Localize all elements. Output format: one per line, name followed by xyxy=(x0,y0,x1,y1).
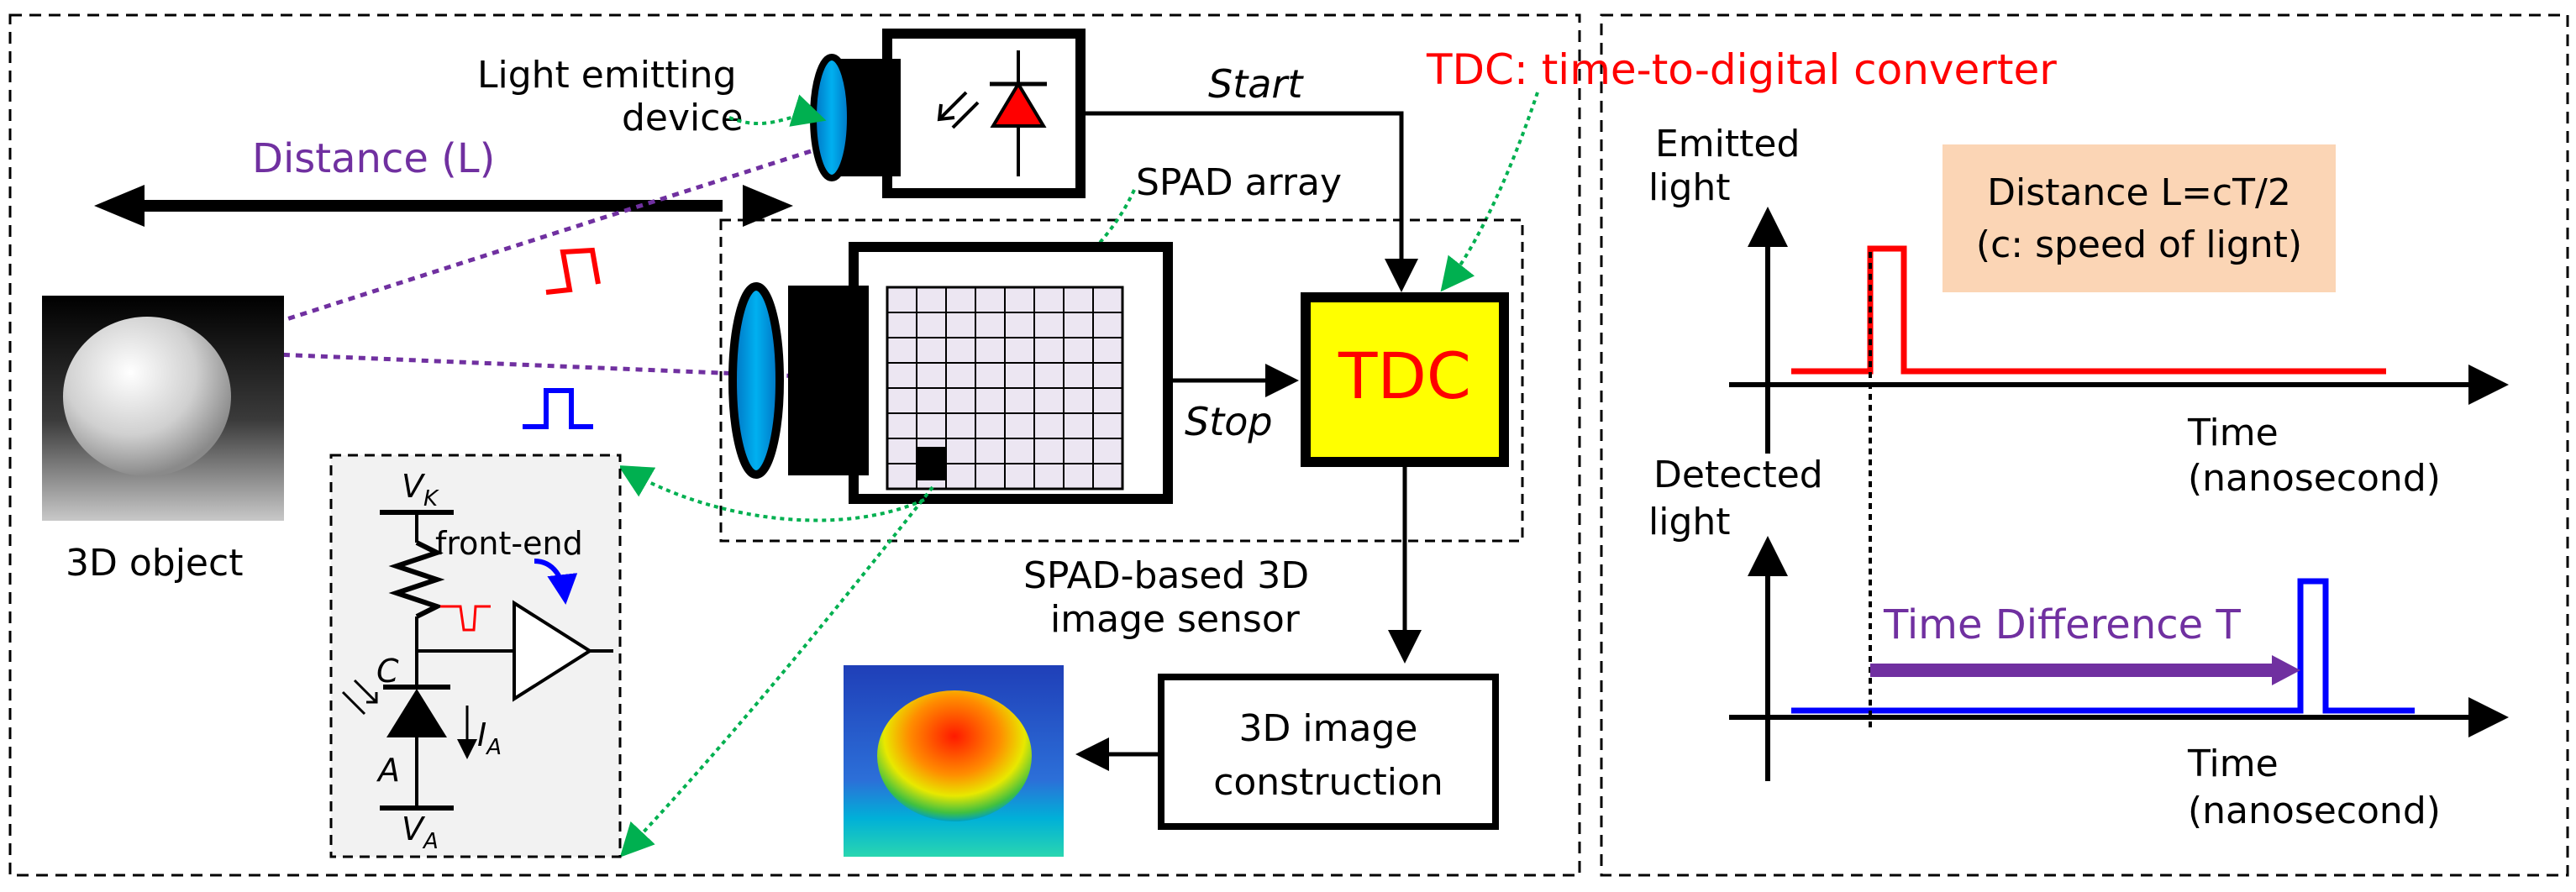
spad-pixel-grid xyxy=(886,286,1124,491)
ia-label: IA xyxy=(477,716,502,760)
circuit-pulse-icon xyxy=(440,605,491,632)
timing-diagram xyxy=(1729,144,2509,781)
emitted-pulse-icon xyxy=(545,247,601,295)
sensor-label-2: image sensor xyxy=(1050,598,1301,641)
distance-label: Distance (L) xyxy=(252,135,495,182)
formula-box xyxy=(1943,144,2336,292)
emitted-light-label-2: light xyxy=(1648,166,1731,209)
spad-array-label: SPAD array xyxy=(1136,161,1342,204)
laser-diode-icon xyxy=(990,81,1047,128)
light-emitting-device-label-1: Light emitting xyxy=(477,54,737,97)
spad-pixel-highlight xyxy=(917,447,946,480)
tdc-block xyxy=(1301,292,1509,467)
formula-line-2: (c: speed of lignt) xyxy=(1976,223,2302,266)
spad-array xyxy=(728,242,1173,504)
cathode-label: C xyxy=(376,653,399,690)
sensor-label-1: SPAD-based 3D xyxy=(1023,554,1309,597)
spad-lens-housing xyxy=(788,286,869,475)
front-end-circuit xyxy=(329,454,622,858)
amplifier-icon xyxy=(513,600,593,702)
tdc-label: TDC xyxy=(1338,338,1471,413)
time-label-top-1: Time xyxy=(2187,412,2279,454)
emitter-lens-housing xyxy=(840,59,901,176)
emitted-light-label-1: Emitted xyxy=(1655,123,1800,165)
pixel-to-circuit-arrow-bottom xyxy=(619,485,934,858)
resistor-icon xyxy=(388,540,445,619)
3d-object-label: 3D object xyxy=(66,542,243,585)
start-line xyxy=(1080,111,1418,292)
anode-label: A xyxy=(376,752,400,789)
time-difference-label: Time Difference T xyxy=(1883,601,2241,648)
right-panel-border xyxy=(1600,13,2569,877)
time-label-top-2: (nanosecond) xyxy=(2188,457,2441,500)
start-label: Start xyxy=(1208,61,1304,107)
emitter-box xyxy=(882,29,1086,198)
time-label-bottom-1: Time xyxy=(2187,742,2279,785)
distance-arrow xyxy=(94,185,793,227)
tdc-caption: TDC: time-to-digital converter xyxy=(1426,45,2057,94)
detected-light-label-2: light xyxy=(1648,501,1731,543)
spad-diode-icon xyxy=(386,689,447,737)
front-end-pointer xyxy=(534,559,578,605)
emitter-pointer-arrow xyxy=(728,94,827,127)
detected-pulse-trace xyxy=(1791,578,2415,714)
emitted-pulse-trace xyxy=(1791,245,2386,375)
construction-label-1: 3D image xyxy=(1239,707,1418,750)
3d-object-sphere xyxy=(63,317,231,476)
left-panel-border xyxy=(8,13,1581,877)
stop-label: Stop xyxy=(1185,399,1273,444)
va-label: VA xyxy=(402,811,439,854)
detected-light-label-1: Detected xyxy=(1653,454,1823,496)
formula-line-1: Distance L=cT/2 xyxy=(1987,171,2291,214)
light-emitting-device-label-2: device xyxy=(622,97,744,139)
emitter-lens xyxy=(810,54,854,181)
spad-sensor-dashed-box xyxy=(719,218,1524,543)
reflected-pulse-icon xyxy=(523,388,593,429)
3d-image-ball xyxy=(877,690,1032,821)
construction-block xyxy=(1158,674,1499,830)
vk-label: VK xyxy=(402,468,439,512)
pixel-to-circuit-arrow-top xyxy=(618,465,925,522)
tdc-caption-arrow xyxy=(1440,92,1539,292)
construction-label-2: construction xyxy=(1213,761,1443,804)
front-end-label: front-end xyxy=(435,525,583,562)
light-emitter xyxy=(810,29,1086,198)
time-difference-arrowhead xyxy=(2272,655,2300,685)
spad-lens xyxy=(728,282,784,479)
time-label-bottom-2: (nanosecond) xyxy=(2188,790,2441,832)
